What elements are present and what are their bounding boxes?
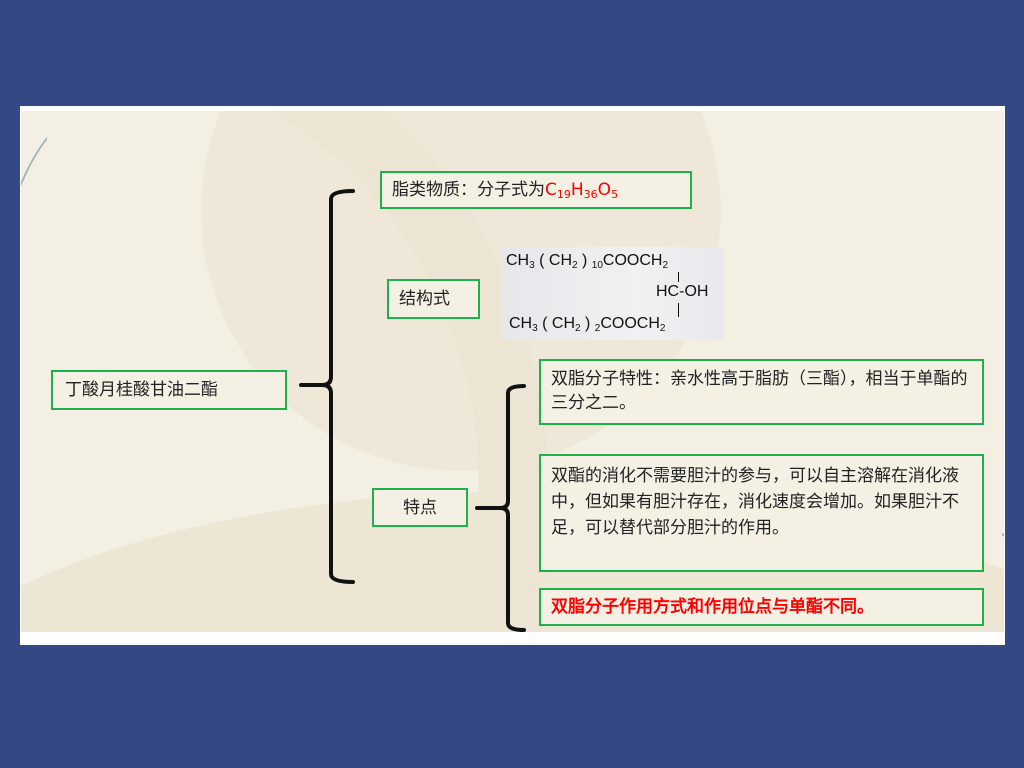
root-node-label: 丁酸月桂酸甘油二酯 [65, 380, 218, 400]
bond-line [678, 272, 679, 282]
bond-line [678, 303, 679, 317]
feature-item-1: 双脂分子特性：亲水性高于脂肪（三酯），相当于单酯的三分之二。 [539, 359, 984, 425]
formula-c: C [545, 180, 557, 200]
slide: 丁酸月桂酸甘油二酯 脂类物质：分子式为C19H36O5 结构式 CH3 ( CH… [20, 106, 1005, 645]
features-brace-icon [475, 384, 526, 632]
structure-line-2: HC-OH [656, 283, 709, 300]
main-brace-icon [299, 189, 355, 584]
formula-o: O [597, 180, 612, 200]
features-label: 特点 [403, 498, 437, 518]
lipid-formula-node: 脂类物质：分子式为C19H36O5 [380, 171, 692, 209]
feature-text: 双酯的消化不需要胆汁的参与，可以自主溶解在消化液中，但如果有胆汁存在，消化速度会… [551, 466, 959, 538]
formula-o-sub: 5 [611, 188, 619, 201]
formula-h-sub: 36 [583, 188, 598, 201]
formula-c-sub: 19 [556, 188, 571, 201]
structural-formula-image: CH3 ( CH2 ) 10COOCH2 HC-OH CH3 ( CH2 ) 2… [501, 247, 724, 340]
feature-text-highlight: 双脂分子作用方式和作用位点与单酯不同。 [551, 597, 874, 617]
structure-line-3: CH3 ( CH2 ) 2COOCH2 [509, 315, 666, 334]
decorative-arc [984, 111, 1004, 216]
lipid-label: 脂类物质：分子式为 [392, 180, 545, 200]
structure-node: 结构式 [387, 279, 480, 319]
structure-label: 结构式 [399, 289, 450, 309]
feature-text: 双脂分子特性：亲水性高于脂肪（三酯），相当于单酯的三分之二。 [551, 369, 968, 413]
root-node: 丁酸月桂酸甘油二酯 [51, 370, 287, 410]
formula-h: H [570, 180, 584, 200]
structure-line-1: CH3 ( CH2 ) 10COOCH2 [506, 252, 669, 271]
feature-item-3: 双脂分子作用方式和作用位点与单酯不同。 [539, 588, 984, 626]
feature-item-2: 双酯的消化不需要胆汁的参与，可以自主溶解在消化液中，但如果有胆汁存在，消化速度会… [539, 454, 984, 572]
features-node: 特点 [372, 488, 468, 527]
slide-background: 丁酸月桂酸甘油二酯 脂类物质：分子式为C19H36O5 结构式 CH3 ( CH… [21, 111, 1004, 632]
